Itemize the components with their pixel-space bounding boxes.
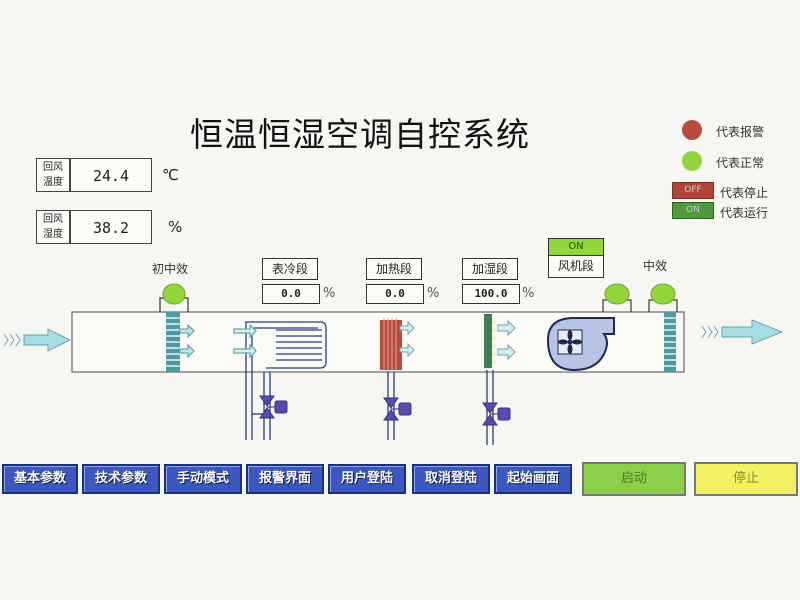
heating-output-value[interactable]: 0.0 (366, 284, 424, 304)
label-line: 回风 (43, 214, 63, 225)
heating-coil-icon (380, 318, 415, 440)
stop-button[interactable]: 停止 (694, 462, 798, 496)
air-inlet-arrow-icon (3, 328, 72, 352)
cooling-coil-icon (233, 321, 327, 440)
label-line: 湿度 (43, 229, 63, 240)
supply-fan-icon (546, 317, 615, 372)
cooling-section-label: 表冷段 (262, 258, 318, 280)
humidify-section-label: 加湿段 (462, 258, 518, 280)
fan-section: ON 风机段 (548, 238, 604, 278)
primary-filter-label: 初中效 (152, 262, 189, 276)
legend: 代表报警 代表正常 OFF 代表停止 ON 代表运行 (672, 118, 800, 228)
legend-stop-label: 代表停止 (720, 186, 769, 200)
cooling-valve-icon (259, 395, 288, 419)
medium-filter-icon (664, 312, 676, 372)
heating-unit: % (427, 286, 440, 301)
humidifier-valve-icon (482, 402, 511, 426)
medium-filter-status-icon-2 (648, 283, 678, 312)
legend-alarm-label: 代表报警 (716, 125, 765, 139)
legend-normal-label: 代表正常 (716, 156, 765, 170)
nav-home-screen-button[interactable]: 起始画面 (494, 464, 572, 494)
air-outlet-arrow-icon (701, 319, 784, 345)
normal-indicator-icon (682, 151, 702, 171)
heating-section-label: 加热段 (366, 258, 422, 280)
legend-run-label: 代表运行 (720, 206, 769, 220)
fan-section-label: 风机段 (557, 259, 594, 273)
nav-logout-button[interactable]: 取消登陆 (412, 464, 490, 494)
readout-label: 回风 温度 (36, 158, 70, 192)
fan-status-badge: ON (549, 239, 603, 256)
start-button[interactable]: 启动 (582, 462, 686, 496)
label-line: 回风 (43, 162, 63, 173)
legend-run-box: ON (672, 202, 714, 219)
readout-label: 回风 湿度 (36, 210, 70, 244)
alarm-indicator-icon (682, 120, 702, 140)
medium-filter-label: 中效 (643, 259, 668, 273)
heating-valve-icon (383, 397, 412, 421)
nav-manual-mode-button[interactable]: 手动模式 (164, 464, 242, 494)
primary-filter-status-icon (159, 283, 189, 312)
humidify-output-value[interactable]: 100.0 (462, 284, 520, 304)
nav-user-login-button[interactable]: 用户登陆 (328, 464, 406, 494)
legend-stop-box: OFF (672, 182, 714, 199)
nav-alarm-screen-button[interactable]: 报警界面 (246, 464, 324, 494)
nav-tech-params-button[interactable]: 技术参数 (82, 464, 160, 494)
humidity-unit: % (168, 218, 183, 236)
primary-filter-icon (166, 312, 195, 372)
cooling-unit: % (323, 286, 336, 301)
medium-filter-status-icon-1 (602, 283, 632, 312)
label-line: 温度 (43, 177, 63, 188)
temperature-value: 24.4 (70, 158, 152, 192)
humidify-unit: % (522, 286, 535, 301)
humidity-value: 38.2 (70, 210, 152, 244)
nav-basic-params-button[interactable]: 基本参数 (2, 464, 78, 494)
page-title: 恒温恒湿空调自控系统 (190, 115, 530, 154)
air-handler-diagram (3, 283, 784, 445)
temperature-unit: ℃ (162, 166, 179, 184)
cooling-output-value[interactable]: 0.0 (262, 284, 320, 304)
